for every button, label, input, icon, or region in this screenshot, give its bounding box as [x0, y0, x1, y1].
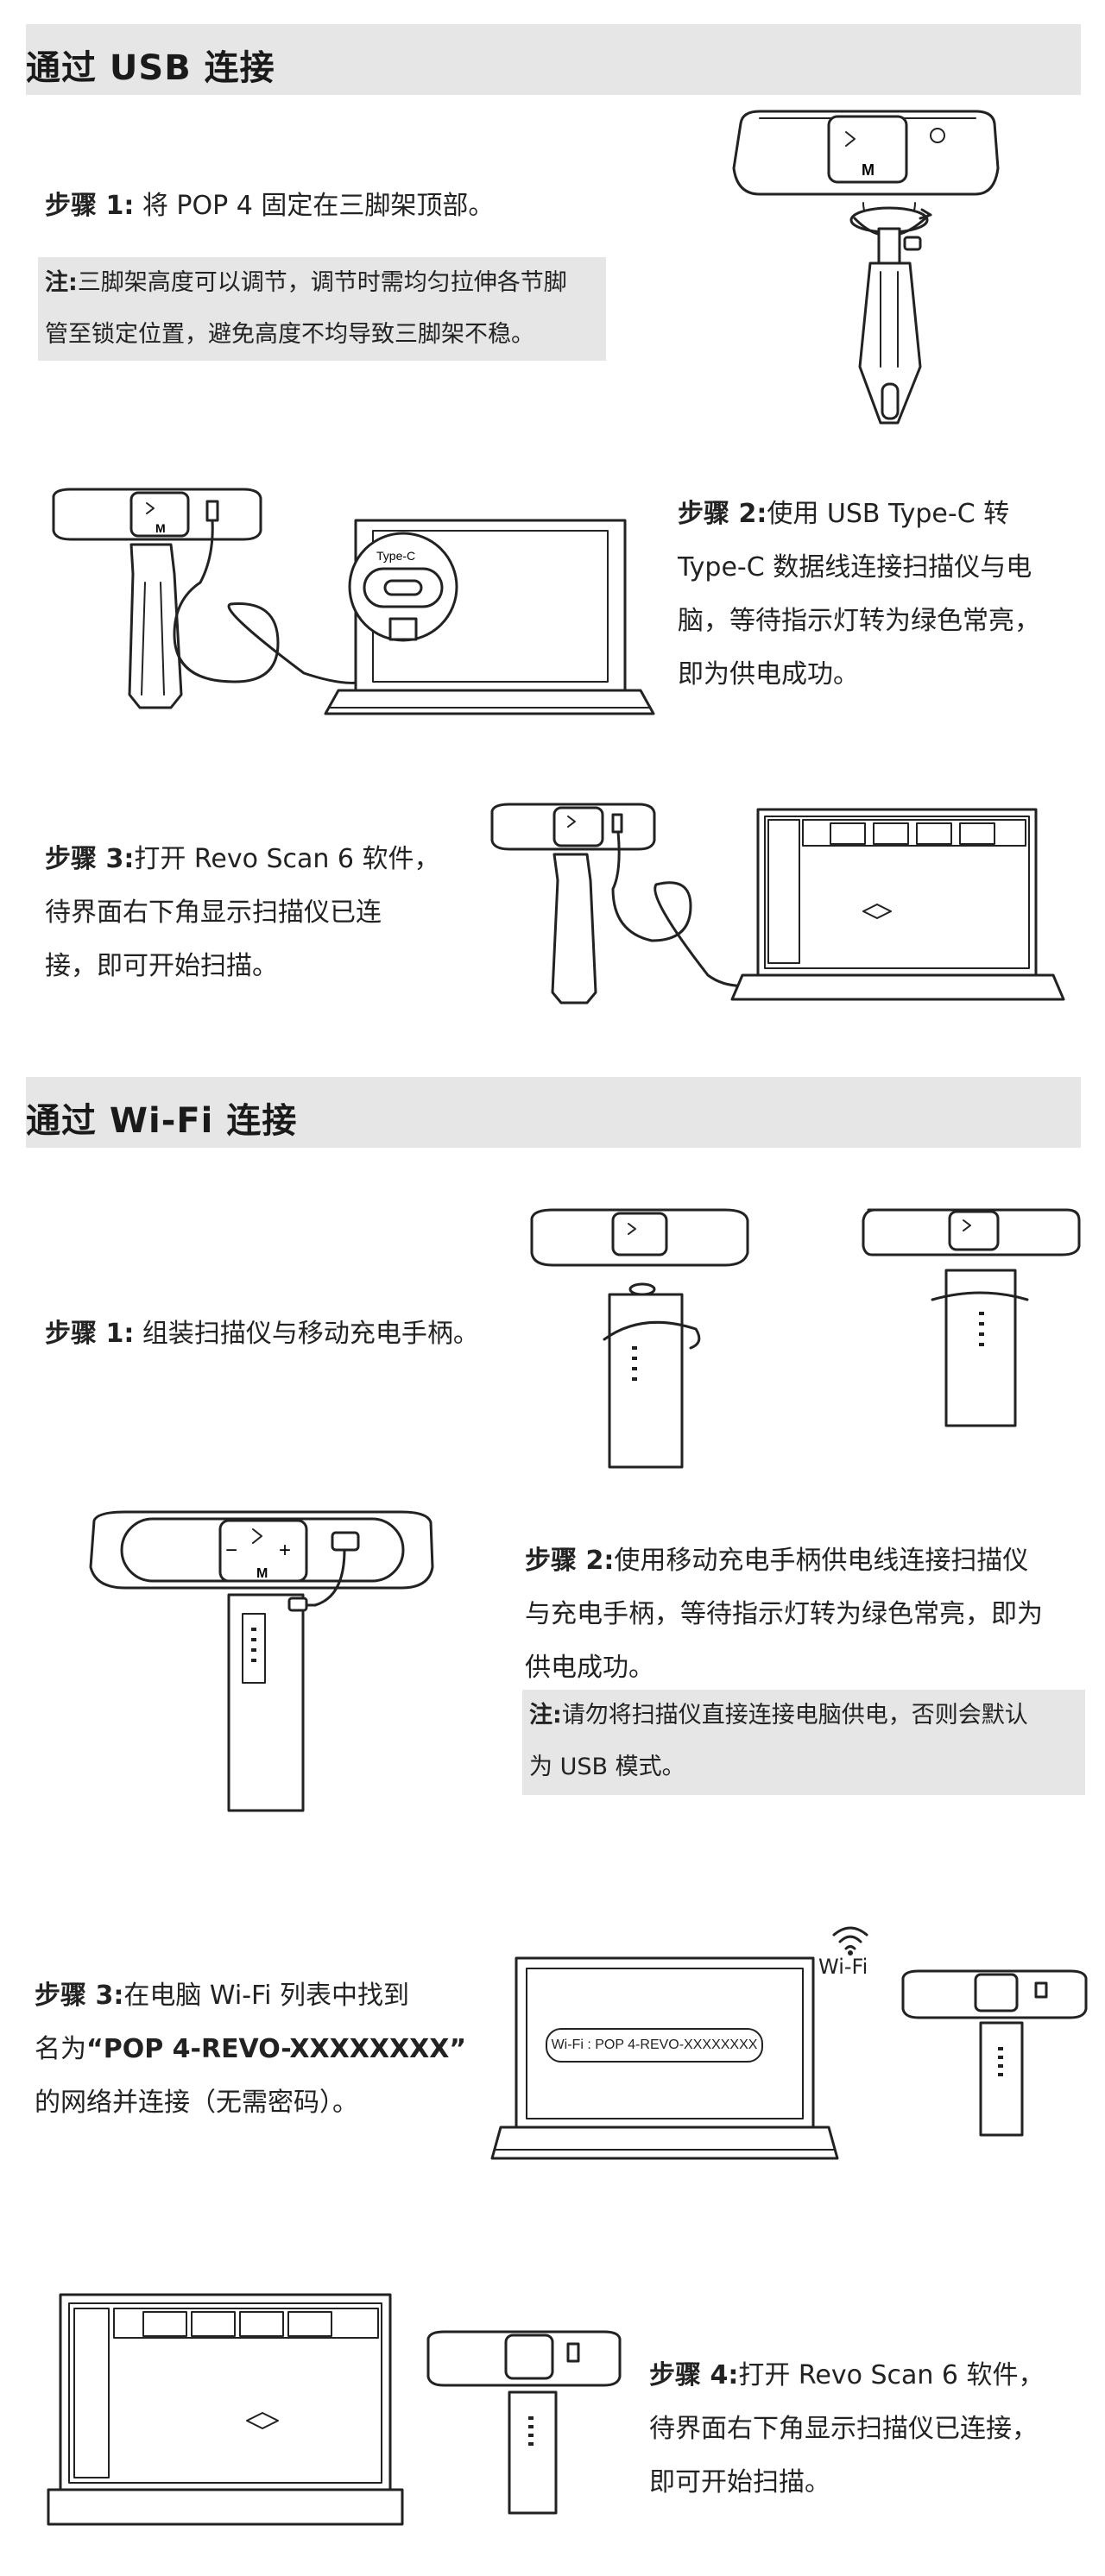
- usb-step1-label: 步骤 1:: [45, 191, 135, 221]
- usb-step2-line1: 使用 USB Type-C 转: [767, 499, 1010, 529]
- wifi-step3-line2-prefix: 名为: [35, 2034, 86, 2064]
- laptop-wifi-illustration: [490, 1956, 839, 2160]
- wifi-icon: [832, 1926, 868, 1956]
- wifi-step4-line1: 打开 Revo Scan 6 软件，: [738, 2360, 1045, 2390]
- usb-step2-label: 步骤 2:: [678, 499, 767, 529]
- wifi-step1-text: 组装扫描仪与移动充电手柄。: [142, 1319, 479, 1349]
- wifi-ssid-name: “POP 4-REVO-XXXXXXXX”: [86, 2034, 467, 2064]
- usb-note-line1: 三脚架高度可以调节，调节时需均匀拉伸各节脚: [77, 269, 567, 296]
- wifi-note-label: 注:: [529, 1702, 562, 1729]
- usb-step1-text: 将 POP 4 固定在三脚架顶部。: [142, 191, 495, 221]
- usb-software-illustration: [490, 803, 1065, 1005]
- usb-note-label: 注:: [45, 269, 78, 296]
- wifi-step2-line1: 使用移动充电手柄供电线连接扫描仪: [614, 1546, 1029, 1576]
- type-c-port-label: Type-C: [376, 549, 415, 563]
- usb-step3-line3: 接，即可开始扫描。: [45, 951, 278, 981]
- wifi-step4-label: 步骤 4:: [649, 2360, 739, 2390]
- usb-step2-line4: 即为供电成功。: [678, 659, 859, 690]
- usb-section-header: 通过 USB 连接: [26, 24, 1081, 95]
- usb-step2-line2: Type-C 数据线连接扫描仪与电: [678, 552, 1032, 583]
- scanner-on-handle-small: [901, 1969, 1088, 2137]
- wifi-step2-label: 步骤 2:: [525, 1546, 615, 1576]
- scanner-m-button: M: [256, 1566, 268, 1581]
- wifi-step3-label: 步骤 3:: [35, 1981, 124, 2011]
- usb-step2-line3: 脑，等待指示灯转为绿色常亮，: [678, 606, 1040, 636]
- usb-scanner-m-button: M: [155, 521, 166, 535]
- usb-step3-line2: 待界面右下角显示扫描仪已连: [45, 898, 382, 928]
- wifi-step3-line3: 的网络并连接（无需密码）。: [35, 2088, 358, 2118]
- tripod-scanner-m-button: M: [862, 161, 875, 179]
- usb-step3-line1: 打开 Revo Scan 6 软件，: [134, 844, 440, 874]
- wifi-step4-scanner: [426, 2330, 622, 2515]
- wifi-section-header: 通过 Wi-Fi 连接: [26, 1077, 1081, 1148]
- wifi-step4: 步骤 4:打开 Revo Scan 6 软件， 待界面右下角显示扫描仪已连接， …: [649, 2349, 1045, 2510]
- wifi-note-line1: 请勿将扫描仪直接连接电脑供电，否则会默认: [561, 1702, 1028, 1729]
- wifi-step2: 步骤 2:使用移动充电手柄供电线连接扫描仪 与充电手柄，等待指示灯转为绿色常亮，…: [525, 1534, 1043, 1695]
- scanner-handle-assembly-illustration: [530, 1208, 1081, 1469]
- usb-note-line2: 管至锁定位置，避免高度不均导致三脚架不稳。: [45, 321, 534, 348]
- usb-step3: 步骤 3:打开 Revo Scan 6 软件， 待界面右下角显示扫描仪已连 接，…: [45, 833, 440, 993]
- wifi-note-box: 注:请勿将扫描仪直接连接电脑供电，否则会默认 为 USB 模式。: [522, 1690, 1085, 1795]
- wifi-ssid-box: Wi-Fi : POP 4-REVO-XXXXXXXX: [546, 2028, 763, 2063]
- wifi-step2-line3: 供电成功。: [525, 1653, 654, 1683]
- usb-step1: 步骤 1: 将 POP 4 固定在三脚架顶部。: [45, 180, 494, 233]
- wifi-step1-label: 步骤 1:: [45, 1319, 135, 1349]
- wifi-software-illustration: [47, 2293, 404, 2526]
- wifi-step3: 步骤 3:在电脑 Wi-Fi 列表中找到 名为“POP 4-REVO-XXXXX…: [35, 1969, 466, 2130]
- usb-note-box: 注:三脚架高度可以调节，调节时需均匀拉伸各节脚 管至锁定位置，避免高度不均导致三…: [38, 257, 606, 361]
- wifi-step1: 步骤 1: 组装扫描仪与移动充电手柄。: [45, 1307, 479, 1361]
- wifi-label: Wi-Fi: [818, 1955, 868, 1979]
- usb-connection-illustration: M Type-C: [52, 488, 655, 715]
- usb-step3-label: 步骤 3:: [45, 844, 135, 874]
- wifi-step4-line2: 待界面右下角显示扫描仪已连接，: [649, 2414, 1038, 2444]
- wifi-step4-line3: 即可开始扫描。: [649, 2467, 830, 2497]
- scanner-minus-button: −: [225, 1539, 237, 1562]
- wifi-step2-line2: 与充电手柄，等待指示灯转为绿色常亮，即为: [525, 1599, 1043, 1629]
- usb-section-title: 通过 USB 连接: [26, 48, 275, 88]
- scanner-on-tripod-illustration: M: [732, 110, 1000, 425]
- usb-step2: 步骤 2:使用 USB Type-C 转 Type-C 数据线连接扫描仪与电 脑…: [678, 488, 1040, 702]
- wifi-step3-line1: 在电脑 Wi-Fi 列表中找到: [123, 1981, 409, 2011]
- handle-power-cable-illustration: − + M: [89, 1510, 434, 1812]
- wifi-note-line2: 为 USB 模式。: [529, 1754, 685, 1780]
- wifi-section-title: 通过 Wi-Fi 连接: [26, 1101, 298, 1141]
- scanner-plus-button: +: [279, 1539, 291, 1562]
